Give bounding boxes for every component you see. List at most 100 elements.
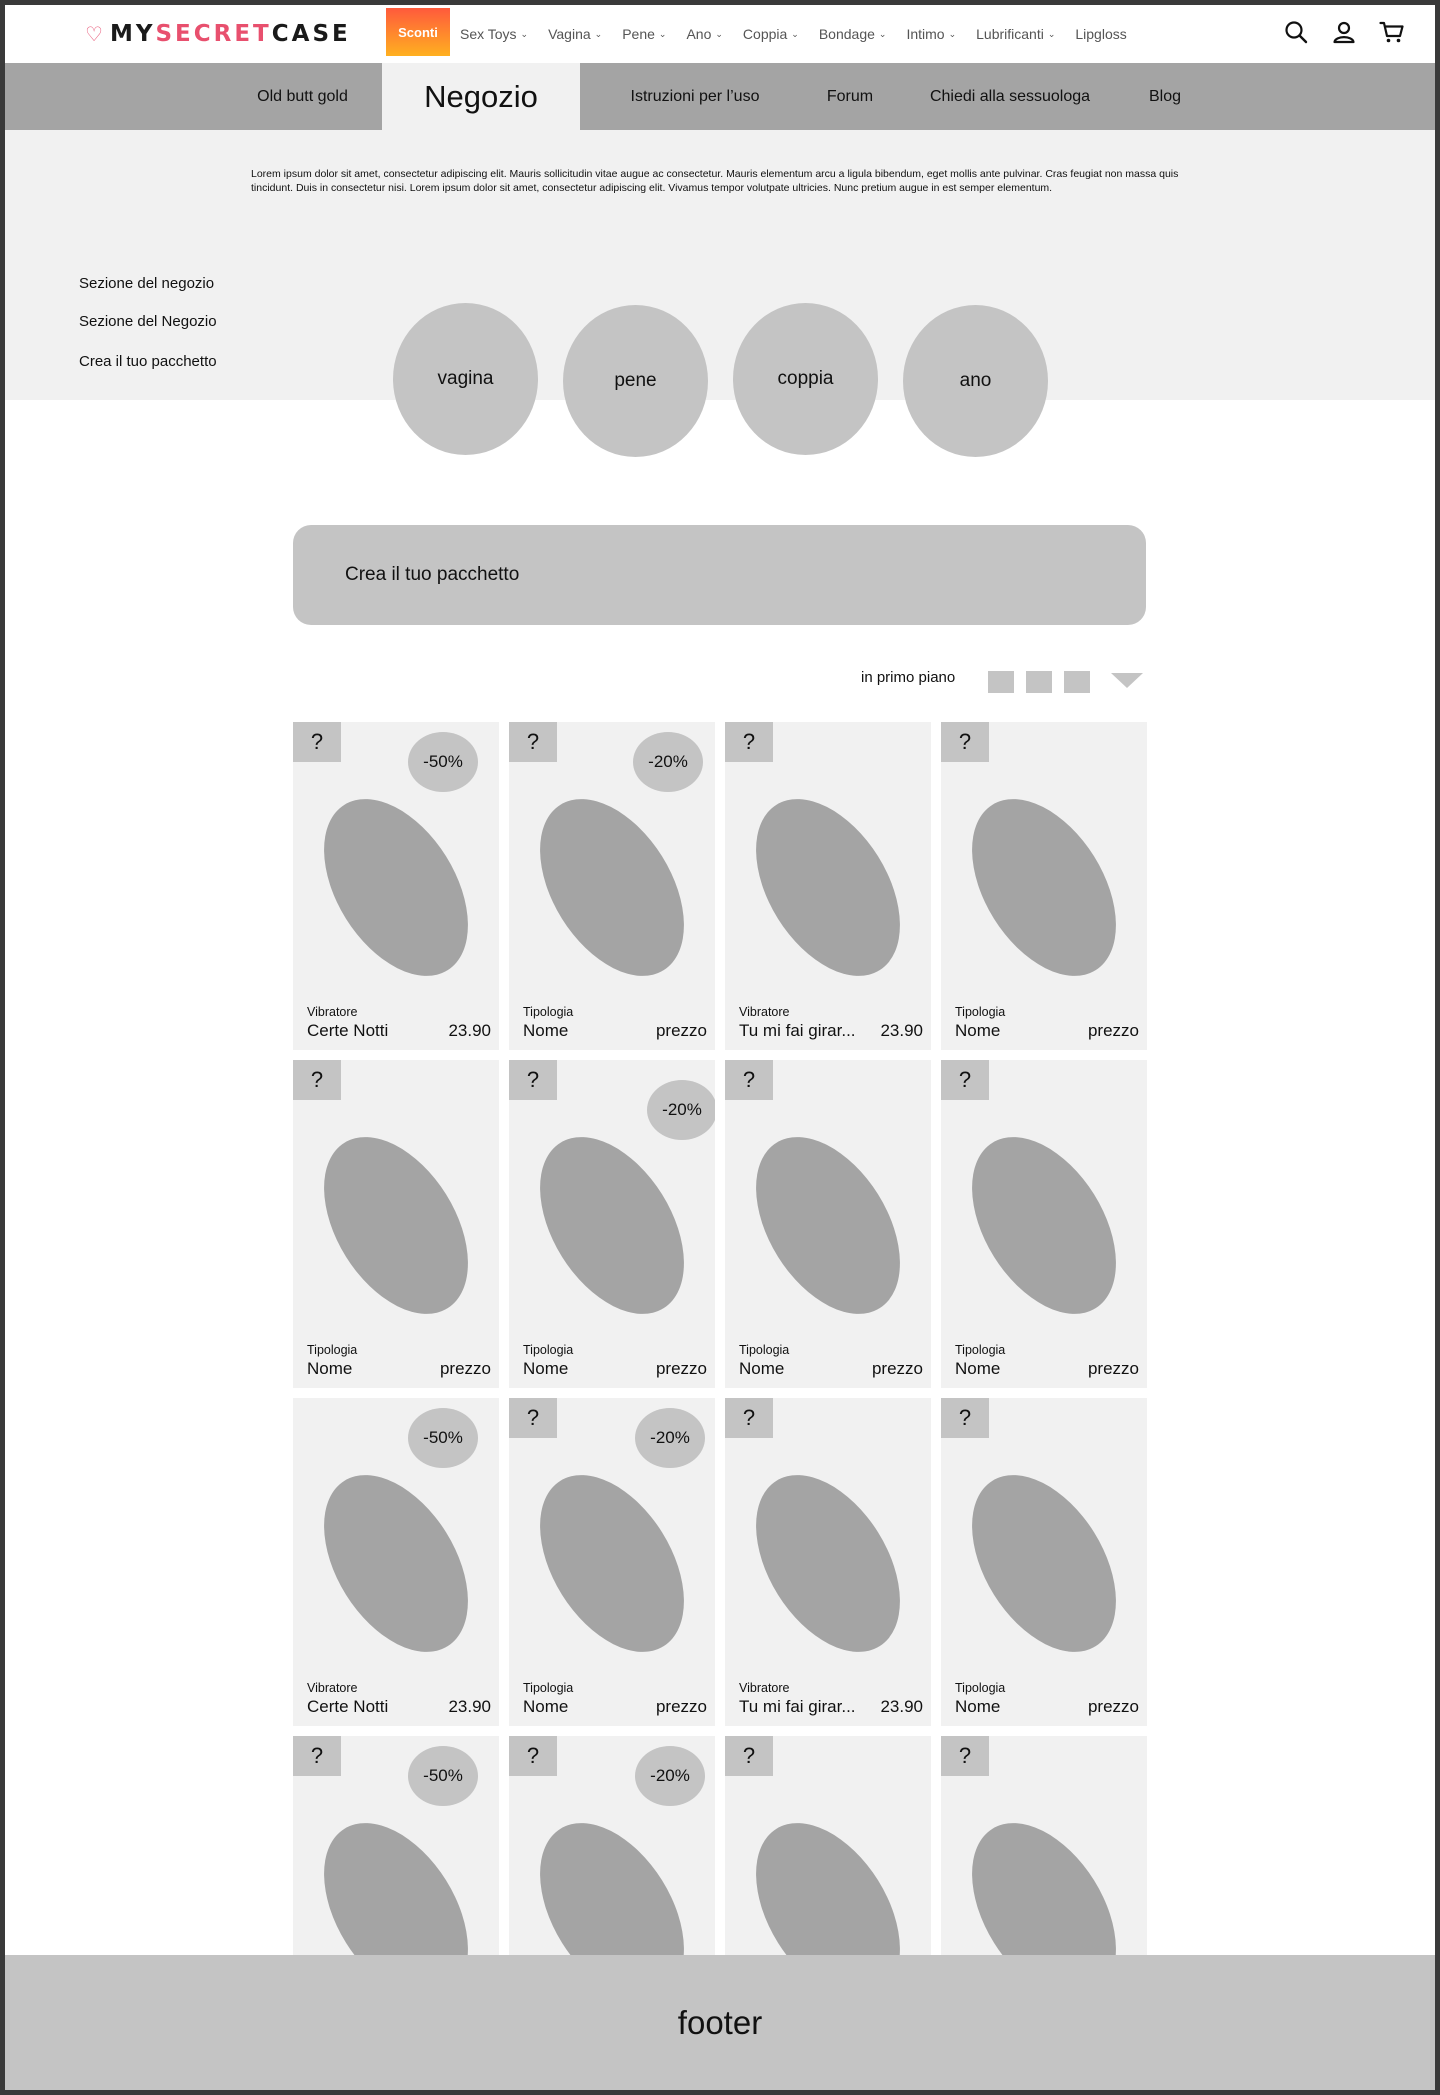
sidebar-link-sezione-negozio-2[interactable]: Sezione del Negozio	[79, 313, 217, 330]
nav-item-label: Ano	[686, 26, 712, 42]
product-info-button[interactable]: ?	[725, 722, 773, 762]
logo-text-secret: SECRET	[155, 21, 272, 47]
nav-item-intimo[interactable]: Intimo⌄	[906, 26, 956, 42]
discount-badge: -20%	[633, 732, 703, 792]
sconti-button[interactable]: Sconti	[386, 8, 450, 56]
product-card[interactable]: ?-20%	[509, 1736, 715, 1955]
chevron-down-icon: ⌄	[594, 28, 603, 39]
product-info-button[interactable]: ?	[941, 1736, 989, 1776]
product-info-button[interactable]: ?	[293, 1060, 341, 1100]
product-type: Vibratore	[307, 1681, 358, 1695]
product-image-placeholder	[942, 1797, 1146, 1955]
product-info-button[interactable]: ?	[725, 1060, 773, 1100]
product-info-button[interactable]: ?	[941, 722, 989, 762]
product-info-button[interactable]: ?	[509, 1398, 557, 1438]
product-type: Tipologia	[955, 1005, 1006, 1019]
product-type: Tipologia	[955, 1681, 1006, 1695]
product-image-placeholder	[942, 773, 1146, 1002]
nav-item-sex-toys[interactable]: Sex Toys⌄	[460, 26, 528, 42]
category-ano[interactable]: ano	[903, 305, 1048, 457]
product-card[interactable]: ?	[941, 1736, 1147, 1955]
view-list-icon[interactable]	[1064, 671, 1090, 693]
product-name: Nome	[523, 1021, 569, 1040]
product-info-button[interactable]: ?	[293, 1736, 341, 1776]
category-coppia[interactable]: coppia	[733, 303, 878, 455]
product-image-placeholder	[942, 1449, 1146, 1678]
chevron-down-icon: ⌄	[658, 28, 667, 39]
sort-label[interactable]: in primo piano	[861, 669, 956, 686]
nav-item-label: Lipgloss	[1075, 26, 1127, 42]
product-info-button[interactable]: ?	[941, 1398, 989, 1438]
chevron-down-icon: ⌄	[791, 28, 799, 39]
cart-icon[interactable]	[1379, 19, 1405, 45]
account-icon[interactable]	[1331, 19, 1357, 45]
nav-item-lipgloss[interactable]: Lipgloss	[1075, 26, 1126, 42]
sidebar-link-crea-pacchetto[interactable]: Crea il tuo pacchetto	[79, 353, 217, 370]
create-bundle-button[interactable]: Crea il tuo pacchetto	[293, 525, 1146, 625]
product-name: Tu mi fai girar...	[739, 1697, 856, 1716]
tab-old-butt-gold[interactable]: Old butt gold	[257, 87, 348, 105]
discount-badge: -20%	[635, 1408, 705, 1468]
product-image-placeholder	[942, 1111, 1146, 1340]
product-info-button[interactable]: ?	[293, 722, 341, 762]
tab-negozio[interactable]: Negozio	[382, 63, 580, 130]
product-type: Vibratore	[739, 1005, 790, 1019]
product-info-button[interactable]: ?	[509, 1060, 557, 1100]
tab-forum[interactable]: Forum	[826, 87, 874, 105]
intro-section: Lorem ipsum dolor sit amet, consectetur …	[5, 130, 1435, 400]
product-name: Nome	[307, 1359, 353, 1378]
product-image-placeholder	[726, 1111, 930, 1340]
tab-istruzioni[interactable]: Istruzioni per l’uso	[630, 87, 760, 105]
product-type: Vibratore	[739, 1681, 790, 1695]
product-info-button[interactable]: ?	[509, 1736, 557, 1776]
header-icons	[1283, 19, 1405, 45]
nav-item-lubrificanti[interactable]: Lubrificanti⌄	[976, 26, 1055, 42]
product-name: Nome	[955, 1021, 1001, 1040]
product-card[interactable]: ? Vibratore Tu mi fai girar... 23.90	[725, 722, 931, 1050]
discount-badge: -50%	[408, 732, 478, 792]
product-image-placeholder	[726, 1797, 930, 1955]
product-card[interactable]: ?	[725, 1736, 931, 1955]
nav-item-ano[interactable]: Ano⌄	[686, 26, 722, 42]
search-icon[interactable]	[1283, 19, 1309, 45]
chevron-down-icon: ⌄	[1047, 28, 1056, 39]
product-info-button[interactable]: ?	[725, 1736, 773, 1776]
product-image-placeholder	[726, 773, 930, 1002]
nav-item-pene[interactable]: Pene⌄	[622, 26, 666, 42]
nav-item-bondage[interactable]: Bondage⌄	[819, 26, 887, 42]
sidebar-link-sezione-negozio[interactable]: Sezione del negozio	[79, 275, 215, 292]
category-vagina[interactable]: vagina	[393, 303, 538, 455]
main-nav: Sex Toys⌄Vagina⌄Pene⌄Ano⌄Coppia⌄Bondage⌄…	[460, 5, 1147, 63]
view-grid-icon[interactable]	[1026, 671, 1052, 693]
product-info-button[interactable]: ?	[725, 1398, 773, 1438]
nav-item-vagina[interactable]: Vagina⌄	[548, 26, 602, 42]
tab-sessuologa[interactable]: Chiedi alla sessuologa	[929, 87, 1091, 105]
logo[interactable]: ♡ MY SECRET CASE	[85, 19, 351, 49]
chevron-down-icon: ⌄	[948, 28, 957, 39]
view-grid-icon[interactable]	[988, 671, 1014, 693]
nav-item-label: Intimo	[906, 26, 945, 42]
product-image-placeholder	[294, 1449, 498, 1678]
product-type: Tipologia	[739, 1343, 790, 1357]
category-pene[interactable]: pene	[563, 305, 708, 457]
product-price: 23.90	[880, 1021, 923, 1040]
product-name: Nome	[955, 1697, 1001, 1716]
product-info-button[interactable]: ?	[941, 1060, 989, 1100]
product-info-button[interactable]: ?	[509, 722, 557, 762]
sort-dropdown-chevron-icon[interactable]	[1111, 673, 1143, 688]
product-card[interactable]: ?-50%	[293, 1736, 499, 1955]
nav-item-coppia[interactable]: Coppia⌄	[743, 26, 799, 42]
tab-blog[interactable]: Blog	[1148, 87, 1182, 105]
product-name: Tu mi fai girar...	[739, 1021, 856, 1040]
